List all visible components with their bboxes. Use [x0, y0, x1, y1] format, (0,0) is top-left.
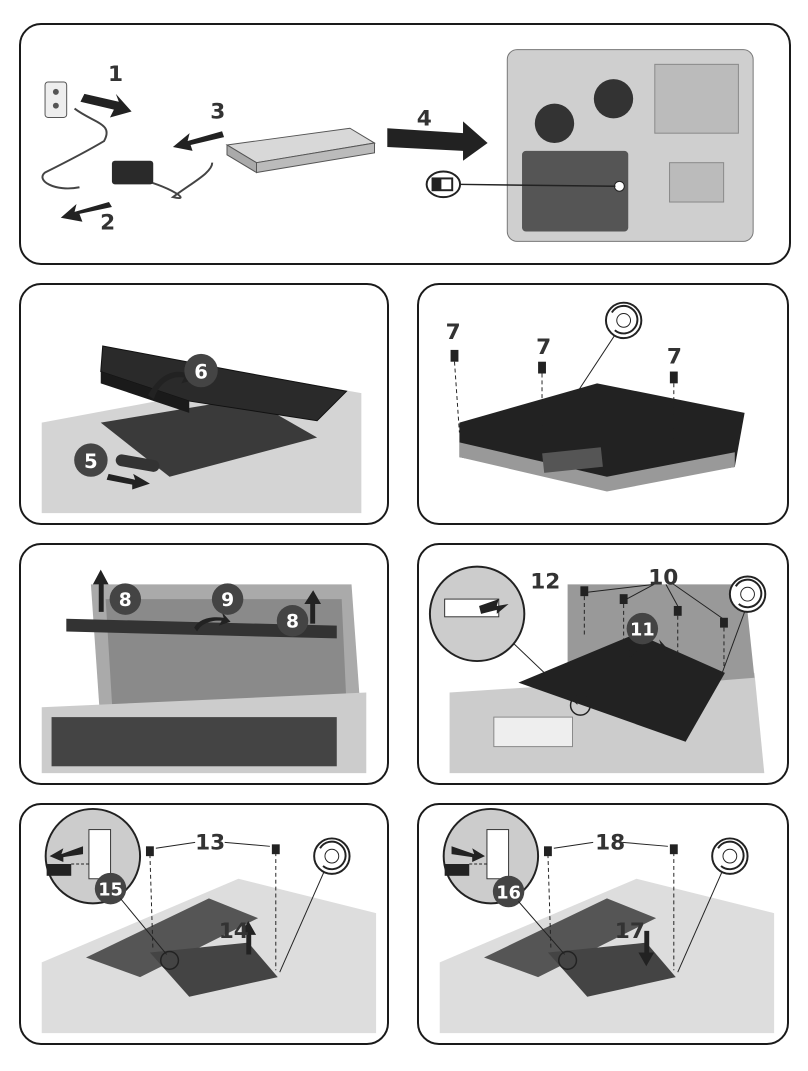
- memory-cover-install-diagram: 18 17 16: [419, 805, 787, 1043]
- step-label: 15: [98, 880, 123, 900]
- step-label: 18: [595, 830, 625, 855]
- screw: [674, 606, 682, 616]
- connector-magnifier: [430, 567, 524, 661]
- step-label: 3: [210, 99, 225, 124]
- arrow-3: [173, 131, 224, 151]
- step-label: 14: [219, 919, 249, 944]
- screw: [146, 846, 154, 856]
- power-disconnect-diagram: 1 2 3 4: [21, 25, 789, 263]
- screw-rotate-icon: [606, 303, 641, 338]
- panel-step-13-15: 13 14 15: [19, 803, 389, 1045]
- arrow-4: [387, 121, 487, 160]
- panel-step-8-9: 8 9 8: [19, 543, 389, 785]
- screw-rotate-icon: [314, 838, 349, 873]
- battery-icon: [427, 172, 460, 198]
- step-label: 5: [84, 450, 98, 473]
- panel-step-5-6: 6 5: [19, 283, 389, 525]
- step-label: 7: [667, 345, 682, 370]
- screw: [272, 844, 280, 854]
- screw: [538, 362, 546, 374]
- step-label: 8: [119, 590, 132, 611]
- speaker-grille: [535, 104, 574, 143]
- laptop-underside: [507, 50, 753, 242]
- keyboard-removal-diagram: 10 11 12: [419, 545, 787, 783]
- speaker-grille: [594, 79, 633, 118]
- panel-step-7: 7 7 7: [417, 283, 789, 525]
- step-label: 7: [536, 335, 551, 360]
- step-label: 17: [615, 919, 645, 944]
- step-label: 12: [530, 569, 560, 594]
- panel-step-1-4: 1 2 3 4: [19, 23, 791, 265]
- panel-step-16-18: 18 17 16: [417, 803, 789, 1045]
- screw: [670, 372, 678, 384]
- screw-rotate-icon: [730, 576, 765, 611]
- step-label: 13: [195, 830, 225, 855]
- step-label: 11: [630, 620, 655, 640]
- screw-removal-diagram: 7 7 7: [419, 285, 787, 523]
- memory-cover-removal-diagram: 13 14 15: [21, 805, 387, 1043]
- step-label: 1: [108, 62, 123, 87]
- switch-cover-removal-diagram: 8 9 8: [21, 545, 387, 783]
- battery-bay: [522, 151, 628, 232]
- step-label: 16: [496, 883, 521, 903]
- screw: [580, 586, 588, 596]
- step-label: 9: [221, 590, 234, 611]
- screw: [451, 350, 459, 362]
- screw: [544, 846, 552, 856]
- step-label: 10: [648, 565, 678, 590]
- step-label: 8: [286, 612, 299, 633]
- keyboard: [52, 717, 337, 766]
- arrow-1: [80, 94, 131, 118]
- step-label: 6: [194, 360, 208, 383]
- touchpad: [494, 717, 573, 747]
- laptop-bottom-view: [459, 383, 744, 491]
- step-label: 2: [100, 211, 115, 236]
- screw-rotate-icon: [712, 838, 747, 873]
- battery-removal-diagram: 6 5: [21, 285, 387, 523]
- laptop-closed: [227, 128, 375, 172]
- wall-outlet-icon: [45, 82, 67, 117]
- power-cord: [42, 109, 106, 189]
- panel-step-10-12: 10 11 12: [417, 543, 789, 785]
- screw: [620, 594, 628, 604]
- ac-adapter: [112, 161, 153, 185]
- step-label: 4: [417, 106, 432, 131]
- step-label: 7: [446, 320, 461, 345]
- screw: [670, 844, 678, 854]
- battery-release-latch: [614, 181, 624, 191]
- screw: [720, 618, 728, 628]
